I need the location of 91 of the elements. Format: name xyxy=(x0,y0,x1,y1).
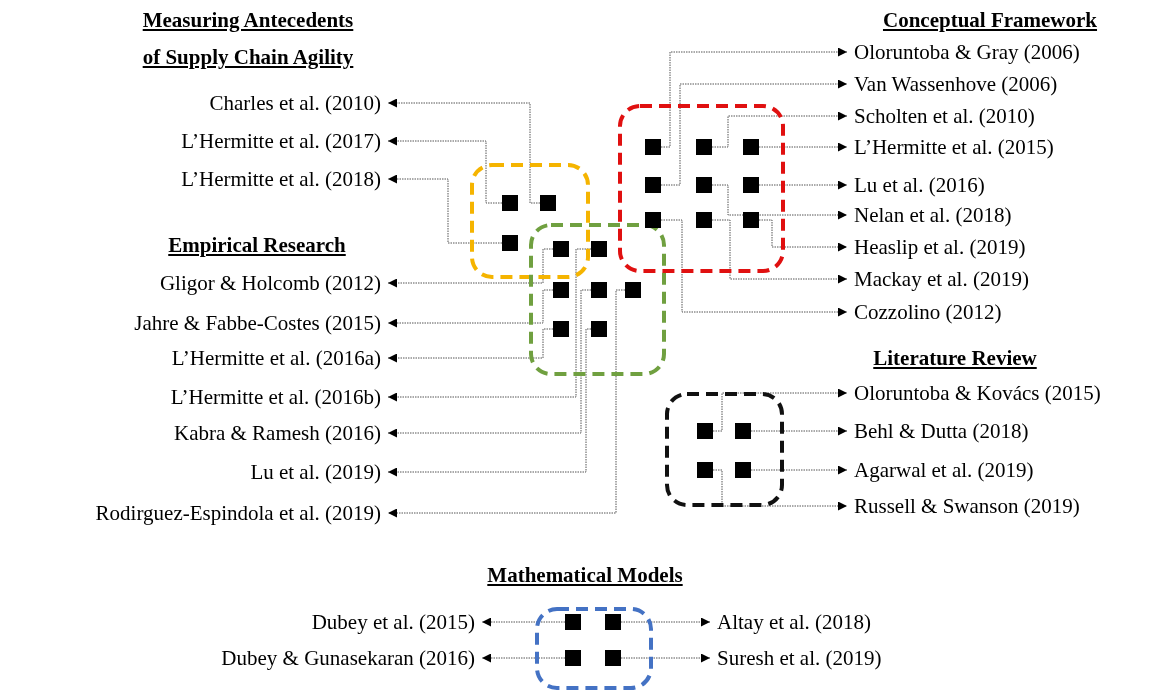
square-marker xyxy=(565,650,581,666)
arrow-connector xyxy=(750,426,848,436)
reference-label: Van Wassenhove (2006) xyxy=(847,71,1065,97)
arrow-connector xyxy=(481,617,566,627)
reference-label: Cozzolino (2012) xyxy=(847,299,1009,325)
arrow-connector xyxy=(387,174,503,244)
reference-label: Behl & Dutta (2018) xyxy=(847,418,1036,444)
arrow-connector xyxy=(750,465,848,475)
reference-label: L’Hermitte et al. (2017) xyxy=(174,128,388,154)
square-marker xyxy=(565,614,581,630)
square-marker xyxy=(743,177,759,193)
arrow-connector xyxy=(387,98,541,204)
arrow-connector xyxy=(712,388,848,432)
section-heading: Conceptual Framework xyxy=(881,7,1099,34)
square-marker xyxy=(696,139,712,155)
arrow-connector xyxy=(711,184,848,220)
square-marker xyxy=(743,139,759,155)
reference-label: Russell & Swanson (2019) xyxy=(847,493,1087,519)
arrow-connector xyxy=(620,617,711,627)
dashed-group-frame xyxy=(535,607,653,690)
reference-label: Charles et al. (2010) xyxy=(202,90,388,116)
dashed-group-frame xyxy=(529,223,666,376)
reference-label: L’Hermitte et al. (2015) xyxy=(847,134,1061,160)
arrow-connector xyxy=(387,328,554,363)
reference-label: Jahre & Fabbe-Costes (2015) xyxy=(127,310,388,336)
reference-label: Rodirguez-Espindola et al. (2019) xyxy=(88,500,388,526)
reference-label: Heaslip et al. (2019) xyxy=(847,234,1033,260)
arrow-connector xyxy=(387,289,554,328)
arrow-connector xyxy=(387,328,592,477)
section-heading: Measuring Antecedents of Supply Chain Agility xyxy=(141,7,355,71)
square-marker xyxy=(540,195,556,211)
reference-label: Agarwal et al. (2019) xyxy=(847,457,1041,483)
arrow-connector xyxy=(758,180,848,190)
reference-label: Nelan et al. (2018) xyxy=(847,202,1019,228)
arrow-connector xyxy=(387,136,503,204)
square-marker xyxy=(502,195,518,211)
square-marker xyxy=(605,614,621,630)
arrow-connector xyxy=(660,79,848,186)
arrow-connector xyxy=(758,219,848,252)
arrow-connector xyxy=(712,469,848,511)
square-marker xyxy=(605,650,621,666)
reference-label: L’Hermitte et al. (2016a) xyxy=(164,345,388,371)
square-marker xyxy=(697,462,713,478)
square-marker xyxy=(645,212,661,228)
square-marker xyxy=(553,282,569,298)
arrow-connector xyxy=(660,47,848,148)
square-marker xyxy=(697,423,713,439)
reference-label: Gligor & Holcomb (2012) xyxy=(152,270,388,296)
section-heading: Literature Review xyxy=(872,345,1038,372)
square-marker xyxy=(502,235,518,251)
square-marker xyxy=(591,282,607,298)
arrow-connector xyxy=(387,248,592,402)
arrow-connector xyxy=(387,248,554,288)
reference-label: L’Hermitte et al. (2018) xyxy=(174,166,388,192)
square-marker xyxy=(696,177,712,193)
square-marker xyxy=(625,282,641,298)
reference-label: L’Hermitte et al. (2016b) xyxy=(163,384,388,410)
square-marker xyxy=(645,139,661,155)
section-heading: Empirical Research xyxy=(167,232,347,259)
square-marker xyxy=(591,241,607,257)
reference-label: Scholten et al. (2010) xyxy=(847,103,1042,129)
square-marker xyxy=(696,212,712,228)
arrow-connector xyxy=(758,142,848,152)
reference-label: Oloruntoba & Gray (2006) xyxy=(847,39,1087,65)
arrow-connector xyxy=(387,289,626,518)
reference-label: Lu et al. (2019) xyxy=(243,459,388,485)
reference-label: Altay et al. (2018) xyxy=(710,609,878,635)
reference-label: Oloruntoba & Kovács (2015) xyxy=(847,380,1108,406)
square-marker xyxy=(553,241,569,257)
square-marker xyxy=(735,462,751,478)
square-marker xyxy=(645,177,661,193)
square-marker xyxy=(553,321,569,337)
arrow-connector xyxy=(620,653,711,663)
square-marker xyxy=(735,423,751,439)
square-marker xyxy=(743,212,759,228)
reference-label: Dubey & Gunasekaran (2016) xyxy=(214,645,482,671)
dashed-group-frame xyxy=(665,392,784,507)
arrow-connector xyxy=(711,111,848,148)
reference-label: Dubey et al. (2015) xyxy=(304,609,482,635)
reference-label: Kabra & Ramesh (2016) xyxy=(166,420,388,446)
arrow-connector xyxy=(660,219,848,317)
arrow-connector xyxy=(481,653,566,663)
reference-label: Mackay et al. (2019) xyxy=(847,266,1036,292)
arrow-connector xyxy=(711,219,848,284)
dashed-group-frame xyxy=(470,163,590,279)
square-marker xyxy=(591,321,607,337)
section-heading: Mathematical Models xyxy=(486,562,684,589)
dashed-group-frame xyxy=(618,104,785,273)
arrow-connector xyxy=(387,289,592,438)
reference-label: Lu et al. (2016) xyxy=(847,172,992,198)
reference-label: Suresh et al. (2019) xyxy=(710,645,889,671)
